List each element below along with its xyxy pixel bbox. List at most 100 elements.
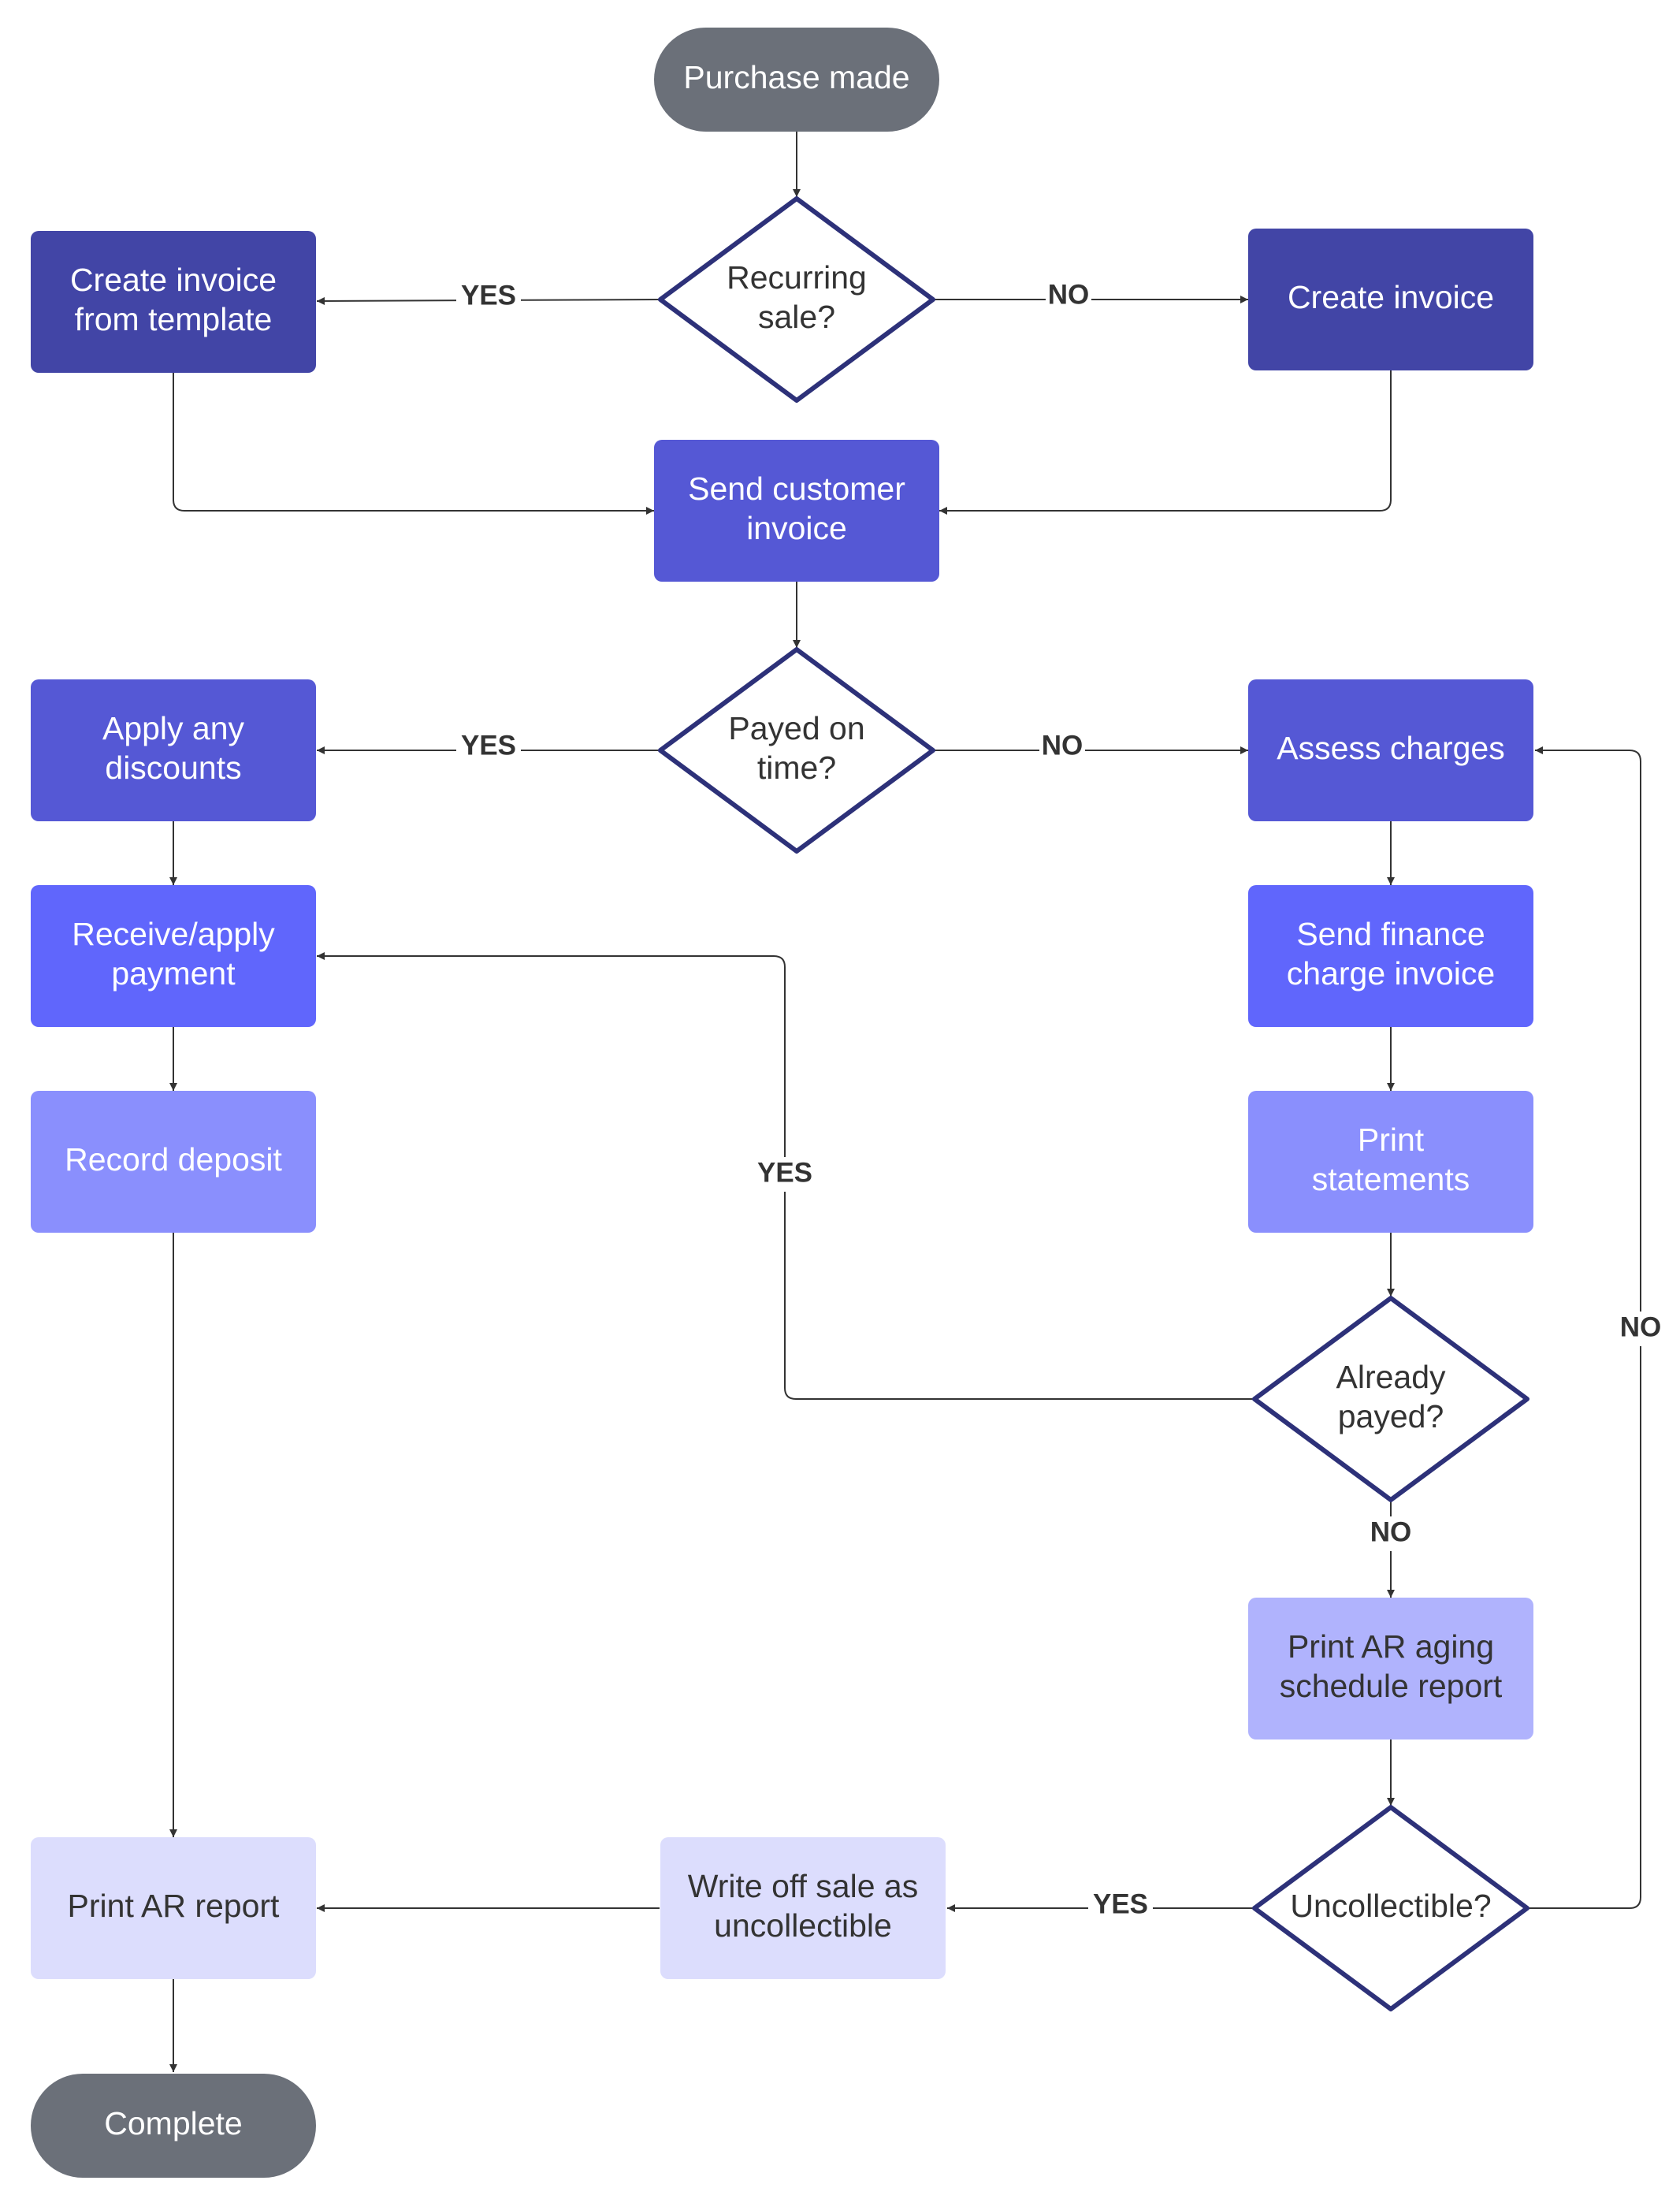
node-label-line: Print [1358,1122,1425,1158]
process-box [31,885,316,1027]
node-label-line: Record deposit [65,1141,282,1178]
edge-label-text: NO [1620,1312,1662,1342]
node-label: Print AR report [68,1888,280,1924]
process-box [1248,229,1533,370]
node-label-line: invoice [746,510,847,546]
decision-diamond [1252,1296,1529,1502]
node-label-line: Payed on [728,710,864,746]
process-box [1248,679,1533,821]
node-print-ar-report: Print AR report [31,1837,316,1979]
edge-label-no: NO [1618,1312,1663,1346]
node-label-line: payed? [1338,1398,1444,1434]
process-box [31,231,316,373]
decision-diamond [658,647,935,854]
terminal-shape [31,2074,316,2178]
edge-create-invoice-template-to-send-customer-invoice [173,373,654,515]
edge-label-background [1039,730,1085,765]
node-label: Uncollectible? [1290,1888,1491,1924]
edge-label-no: NO [1039,730,1085,765]
process-box [1248,885,1533,1027]
edge-label-text: YES [461,730,516,761]
edge-create-invoice-to-send-customer-invoice [939,370,1392,515]
node-create-invoice: Create invoice [1248,229,1533,370]
node-label-line: Print AR report [68,1888,280,1924]
node-label-line: statements [1312,1161,1470,1197]
edge-labels-layer: YES NO YES NO YES NO YES NO [456,279,1663,1923]
process-box [660,1837,946,1979]
node-label: Assess charges [1277,730,1504,766]
edge-label-background [753,1157,817,1192]
edge-label-text: YES [461,280,516,311]
edge-label-background [456,730,521,765]
node-label-line: Send customer [688,471,905,507]
node-label-line: Print AR aging [1288,1628,1494,1665]
node-label-line: Uncollectible? [1290,1888,1491,1924]
node-label-line: Recurring [727,259,867,296]
node-label-line: Receive/apply [72,916,275,952]
node-label-line: Assess charges [1277,730,1504,766]
process-box [654,440,939,582]
node-label-line: from template [75,301,273,337]
edge-label-yes: YES [456,730,521,765]
edge-label-text: NO [1048,279,1090,310]
edge-label-background [1368,1516,1414,1551]
node-label-line: Purchase made [683,59,909,95]
decision-diamond [658,196,935,403]
node-complete: Complete [31,2074,316,2178]
node-label-line: discounts [105,750,241,786]
edge-label-background [1046,279,1091,314]
process-box [31,1837,316,1979]
node-assess-charges: Assess charges [1248,679,1533,821]
node-label-line: schedule report [1280,1668,1503,1704]
edge-label-background [456,280,521,314]
process-box [31,679,316,821]
node-label-line: charge invoice [1287,955,1495,992]
edge-label-text: YES [757,1157,812,1188]
node-payed-on-time: Payed on time? [658,647,935,854]
node-label-line: Send finance [1296,916,1485,952]
node-label-line: uncollectible [714,1907,892,1944]
process-box [1248,1091,1533,1233]
terminal-shape [654,28,939,132]
edge-label-text: NO [1370,1516,1412,1547]
node-label-line: payment [111,955,236,992]
node-label-line: Already [1336,1359,1446,1395]
edge-label-yes: YES [753,1157,817,1192]
node-label: Payed on time? [728,710,864,786]
edge-label-no: NO [1046,279,1091,314]
node-label-line: sale? [758,299,835,335]
process-box [1248,1598,1533,1739]
edge-label-yes: YES [1088,1888,1153,1923]
node-label: Complete [104,2105,242,2141]
node-label-line: time? [757,750,836,786]
node-record-deposit: Record deposit [31,1091,316,1233]
node-label-line: Write off sale as [688,1868,918,1904]
process-box [31,1091,316,1233]
edge-label-background [1088,1888,1153,1923]
edge-label-yes: YES [456,280,521,314]
node-label: Create invoice [1288,279,1494,315]
node-label-line: Create invoice [1288,279,1494,315]
node-label-line: Create invoice [70,262,277,298]
edge-label-text: YES [1093,1888,1148,1919]
